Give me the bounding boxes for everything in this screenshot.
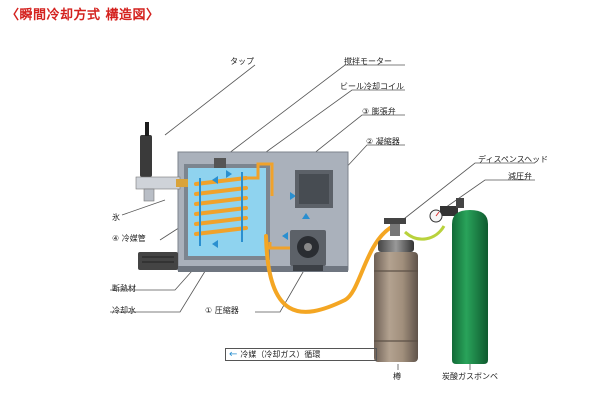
keg [374,218,418,362]
base-plate [178,266,348,272]
label-dispense-head: ディスペンスヘッド [478,155,549,164]
co2-cylinder [452,198,488,364]
tap-spout [143,188,155,202]
label-co2-cylinder: 炭酸ガスボンベ [442,372,498,381]
legend-text: 冷媒（冷却ガス）循環 [240,350,321,359]
drip-tray [138,252,178,270]
regulator [429,206,458,223]
label-cooling-water: 冷却水 [112,306,136,315]
gas-line [403,225,446,241]
tap [135,122,188,202]
leader-dispense-head [399,162,535,223]
label-condenser: ② 凝縮器 [366,137,400,146]
leader-regulator [441,179,535,211]
label-tap: タップ [230,57,254,66]
stir-motor [214,158,226,168]
leader-tap [164,64,256,136]
refrigerant-coil [199,172,243,246]
diagram-title: 〈瞬間冷却方式 構造図〉 [6,8,160,23]
label-compressor: ① 圧縮器 [205,306,239,315]
label-refrigerant-pipe: ④ 冷媒管 [112,234,146,243]
leader-compressor [255,259,311,313]
beer-line [264,226,392,314]
leader-ice [121,199,166,216]
refrigerant-arrows [212,170,310,248]
label-keg: 樽 [393,372,401,381]
leader-stir-motor [219,64,405,161]
condenser [295,170,333,208]
label-regulator: 減圧弁 [508,172,532,181]
label-ice: 氷 [112,213,120,222]
tap-handle [140,135,152,177]
leader-cooling-water [110,254,216,313]
compressor [290,230,326,271]
tap-body [135,176,181,190]
refrigerant-legend: ← 冷媒（冷却ガス）循環 [225,348,377,361]
label-insulation: 断熱材 [112,284,136,293]
label-beer-coil: ビール冷却コイル [340,82,404,91]
label-expansion-valve: ③ 膨張弁 [362,107,396,116]
leader-beer-coil [254,89,405,161]
arrow-left-icon: ← [229,348,238,360]
label-stir-motor: 撹拌モーター [344,57,392,66]
beer-coil [194,176,248,236]
refrigerant-pipes [246,162,296,250]
